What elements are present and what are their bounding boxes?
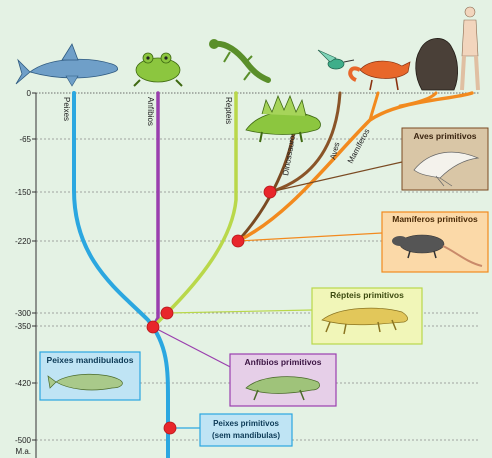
repteis-line [153, 93, 236, 327]
tick-150: -150 [15, 188, 32, 197]
anfibios-line [153, 93, 158, 327]
hummingbird-icon [318, 50, 354, 69]
box-mamiferos-primitivos: Mamíferos primitivos [382, 212, 488, 272]
stegosaurus-icon [246, 96, 321, 142]
tick-500: -500 [15, 436, 32, 445]
svg-text:Peixes mandibulados: Peixes mandibulados [47, 355, 134, 365]
svg-text:Répteis primitivos: Répteis primitivos [330, 290, 404, 300]
svg-text:Mamíferos primitivos: Mamíferos primitivos [392, 214, 478, 224]
lineage-aves: Aves [328, 141, 341, 160]
lineage-anfibios: Anfíbios [146, 97, 155, 126]
box-anfibios-primitivos: Anfíbios primitivos [230, 354, 336, 406]
svg-text:Anfíbios primitivos: Anfíbios primitivos [245, 357, 322, 367]
frog-icon [134, 53, 182, 86]
lizard-icon [209, 39, 268, 80]
tick-220: -220 [15, 237, 32, 246]
box-aves-primitivos: Aves primitivos [402, 128, 488, 190]
tick-420: -420 [15, 379, 32, 388]
tick-350: -350 [15, 322, 32, 331]
shark-icon [16, 44, 118, 86]
box-peixes-mandibulados: Peixes mandibulados [40, 352, 140, 400]
time-axis: 0 -65 -150 -220 -300 -350 -420 -500 M.a. [15, 89, 36, 458]
gorilla-icon [416, 38, 458, 90]
box-peixes-primitivos: Peixes primitivos (sem mandíbulas) [200, 414, 292, 446]
tick-65: -65 [19, 135, 31, 144]
axis-unit: M.a. [15, 447, 31, 456]
svg-text:Aves primitivos: Aves primitivos [414, 131, 477, 141]
svg-text:(sem mandíbulas): (sem mandíbulas) [212, 431, 280, 440]
fox-icon [350, 61, 410, 90]
lineage-repteis: Répteis [224, 97, 233, 124]
box-repteis-primitivos: Répteis primitivos [312, 288, 422, 344]
lineage-peixes: Peixes [62, 97, 71, 121]
tick-0: 0 [27, 89, 32, 98]
lineage-dinossauros: Dinossauros [281, 131, 298, 176]
tick-300: -300 [15, 309, 32, 318]
svg-text:Peixes primitivos: Peixes primitivos [213, 419, 279, 428]
peixes-line [74, 93, 168, 458]
human-icon [462, 7, 478, 90]
